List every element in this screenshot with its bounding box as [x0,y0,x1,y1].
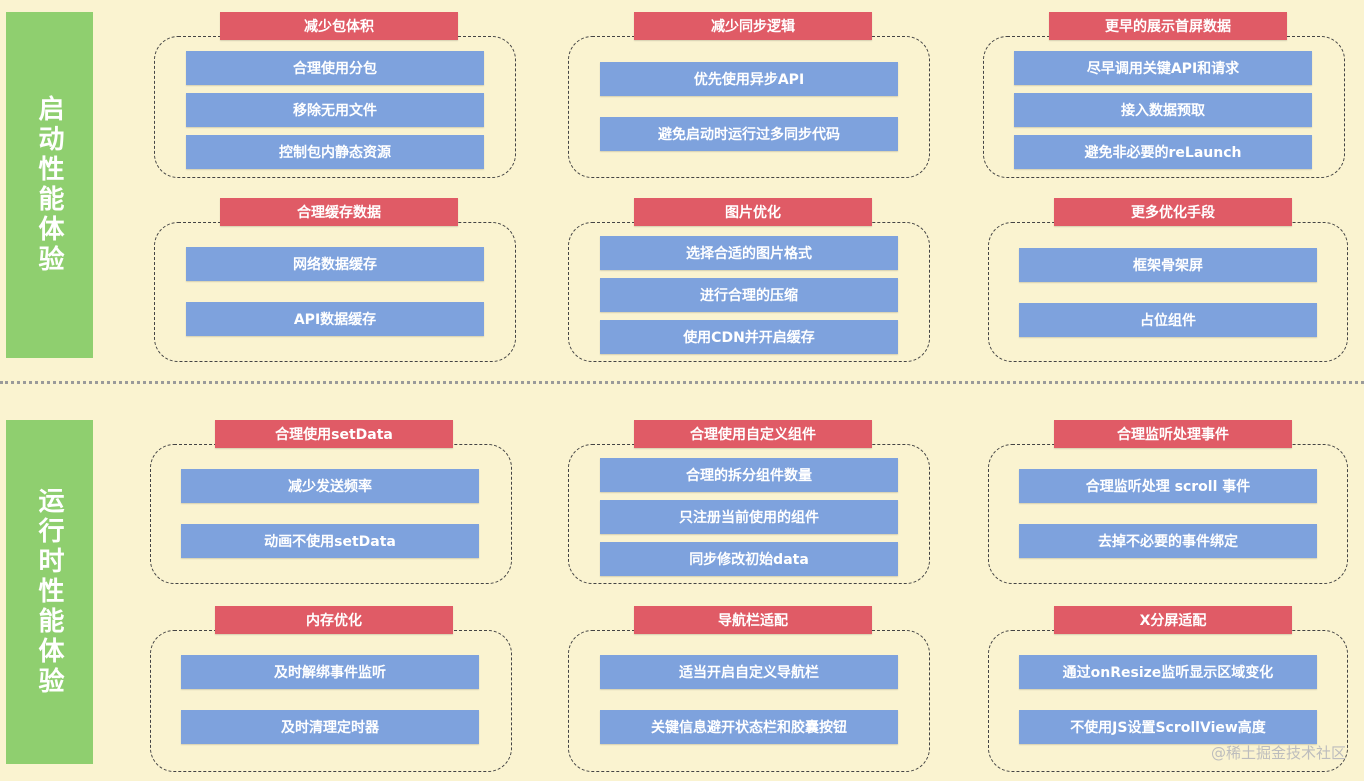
item-reduce-send-frequency: 减少发送频率 [181,469,479,503]
item-register-used-components: 只注册当前使用的组件 [600,500,898,534]
runtime-section-text: 运行时性能体验 [34,487,64,697]
item-avoid-status-bar-capsule: 关键信息避开状态栏和胶囊按钮 [600,710,898,744]
startup-section-label: 启动性能体验 [6,12,93,358]
item-use-subpackages: 合理使用分包 [186,51,484,85]
item-scroll-event: 合理监听处理 scroll 事件 [1019,469,1317,503]
item-network-cache: 网络数据缓存 [186,247,484,281]
item-avoid-sync-code-at-launch: 避免启动时运行过多同步代码 [600,117,898,151]
group-cache-data [154,222,516,362]
item-unbind-listeners: 及时解绑事件监听 [181,655,479,689]
group-title-setdata: 合理使用setData [215,420,453,448]
group-title-reduce-sync-logic: 减少同步逻辑 [634,12,872,40]
runtime-section-label: 运行时性能体验 [6,420,93,764]
group-title-navbar-adaptation: 导航栏适配 [634,606,872,634]
item-skeleton-screen: 框架骨架屏 [1019,248,1317,282]
group-navbar-adaptation [568,630,930,772]
group-event-handling [988,444,1348,584]
item-remove-unused-files: 移除无用文件 [186,93,484,127]
group-title-split-screen-adaptation: X分屏适配 [1054,606,1292,634]
group-more-optimizations [988,222,1348,362]
item-custom-navbar: 适当开启自定义导航栏 [600,655,898,689]
group-memory-optimization [150,630,512,772]
item-avoid-relaunch: 避免非必要的reLaunch [1014,135,1312,169]
startup-section-text: 启动性能体验 [34,95,64,275]
group-title-memory-optimization: 内存优化 [215,606,453,634]
item-data-prefetch: 接入数据预取 [1014,93,1312,127]
item-onresize-listener: 通过onResize监听显示区域变化 [1019,655,1317,689]
item-image-format: 选择合适的图片格式 [600,236,898,270]
item-api-cache: API数据缓存 [186,302,484,336]
item-image-compression: 进行合理的压缩 [600,278,898,312]
section-divider [0,381,1364,384]
item-sync-initial-data: 同步修改初始data [600,542,898,576]
item-call-key-api-early: 尽早调用关键API和请求 [1014,51,1312,85]
watermark: @稀土掘金技术社区 [1210,744,1346,762]
item-split-components: 合理的拆分组件数量 [600,458,898,492]
group-reduce-sync-logic [568,36,930,178]
group-setdata [150,444,512,584]
group-title-reduce-package-size: 减少包体积 [220,12,458,40]
group-title-more-optimizations: 更多优化手段 [1054,198,1292,226]
group-title-image-optimization: 图片优化 [634,198,872,226]
group-title-event-handling: 合理监听处理事件 [1054,420,1292,448]
group-title-earlier-first-screen: 更早的展示首屏数据 [1049,12,1287,40]
item-cdn-cache: 使用CDN并开启缓存 [600,320,898,354]
item-animation-no-setdata: 动画不使用setData [181,524,479,558]
item-no-js-scrollview-height: 不使用JS设置ScrollView高度 [1019,710,1317,744]
group-title-cache-data: 合理缓存数据 [220,198,458,226]
item-control-static-resources: 控制包内静态资源 [186,135,484,169]
item-remove-event-binding: 去掉不必要的事件绑定 [1019,524,1317,558]
item-placeholder-component: 占位组件 [1019,303,1317,337]
item-clear-timers: 及时清理定时器 [181,710,479,744]
group-title-custom-components: 合理使用自定义组件 [634,420,872,448]
item-prefer-async-api: 优先使用异步API [600,62,898,96]
